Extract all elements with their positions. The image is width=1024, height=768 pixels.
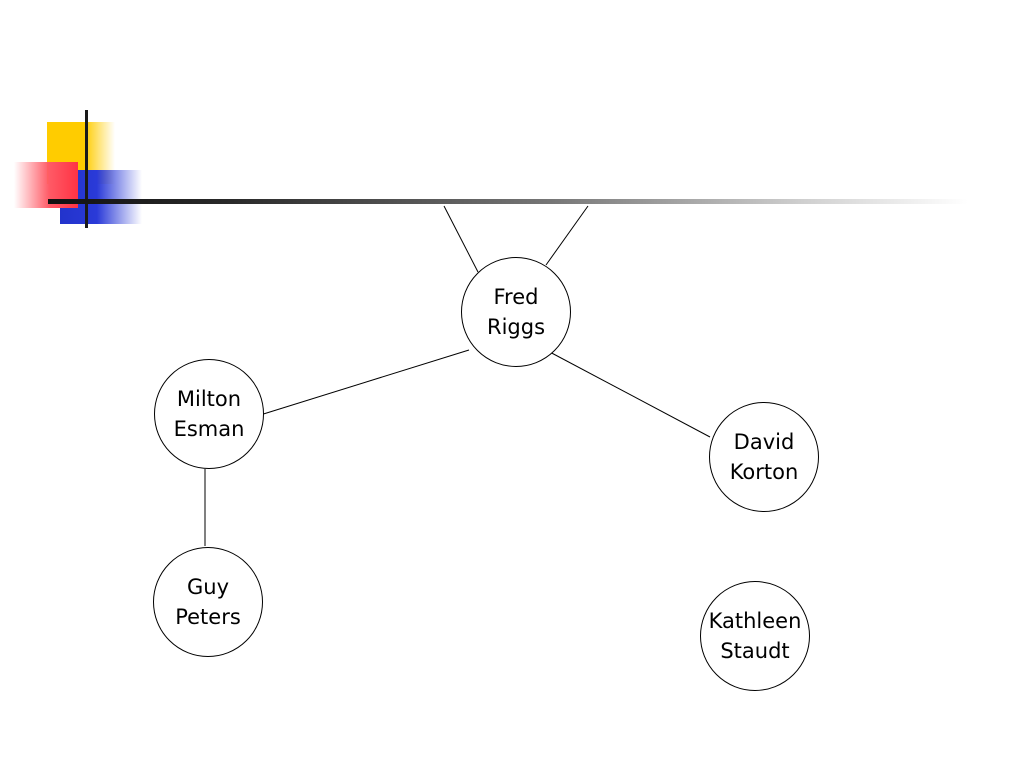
node-milton-esman: Milton Esman	[154, 359, 264, 469]
vertical-rule-decoration	[85, 110, 88, 228]
node-label: Guy Peters	[175, 575, 241, 629]
node-label: Kathleen Staudt	[708, 609, 802, 663]
horizontal-rule-decoration	[48, 199, 968, 204]
edge-fred-david	[545, 349, 711, 438]
node-guy-peters: Guy Peters	[153, 547, 263, 657]
node-label: David Korton	[729, 430, 799, 484]
node-kathleen-staudt: Kathleen Staudt	[700, 581, 810, 691]
edge-fred-offslide-right	[545, 205, 589, 266]
node-david-korton: David Korton	[709, 402, 819, 512]
node-label: Fred Riggs	[486, 285, 546, 339]
node-label: Milton Esman	[173, 387, 245, 441]
edge-fred-milton	[256, 349, 470, 417]
node-fred-riggs: Fred Riggs	[461, 257, 571, 367]
edge-fred-offslide-left	[443, 205, 479, 273]
